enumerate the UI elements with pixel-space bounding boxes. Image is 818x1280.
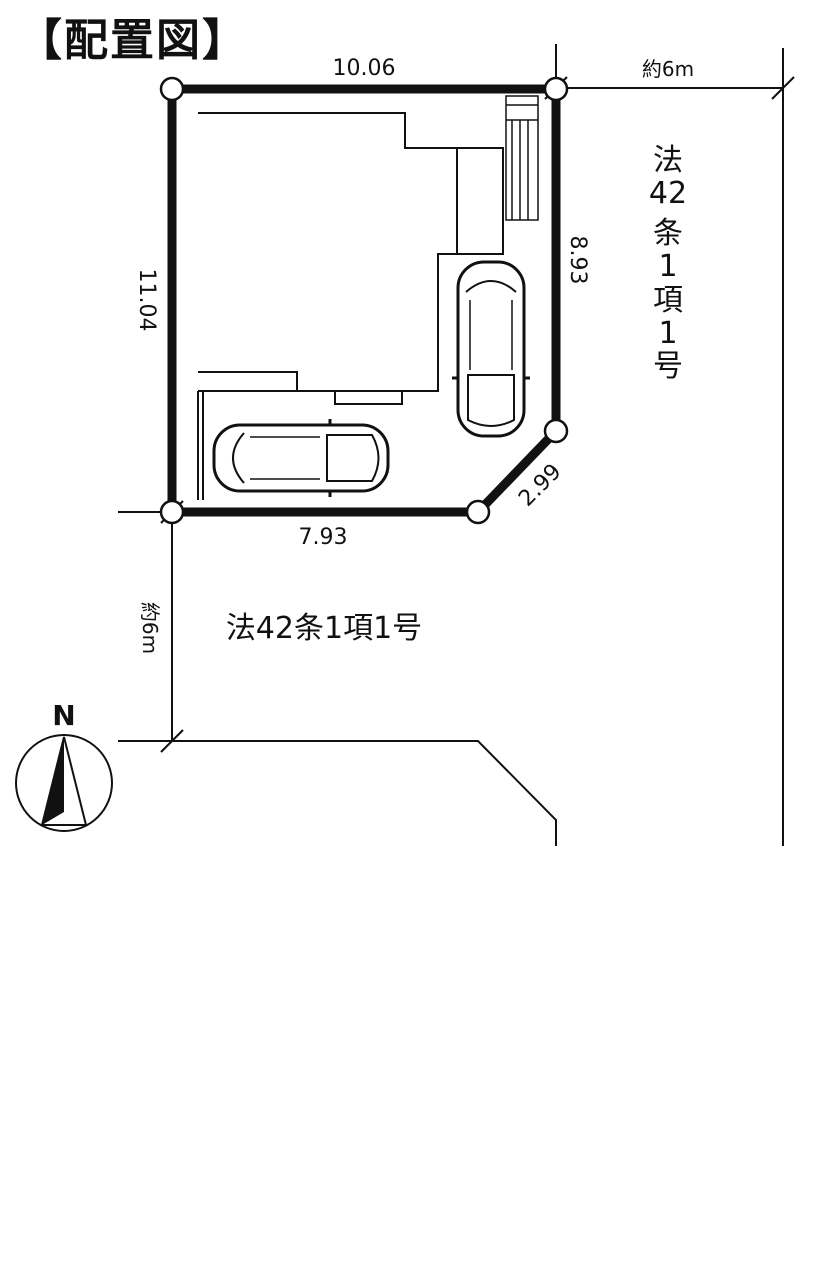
building-outline xyxy=(197,112,504,500)
north-compass: N xyxy=(15,699,113,832)
south-road-width-label: 約6m xyxy=(138,602,162,654)
east-road-width-label: 約6m xyxy=(642,57,694,81)
car-horizontal xyxy=(212,419,390,497)
east-law-char: 42 xyxy=(649,176,687,211)
boundary-marker-e xyxy=(543,418,569,444)
dimension-top: 10.06 xyxy=(333,56,396,81)
car-vertical xyxy=(452,260,530,438)
east-road-law-label: 法 42 条 1 項 1 号 xyxy=(649,143,687,384)
boundary-marker-nw xyxy=(159,76,185,102)
boundary-markers xyxy=(159,76,569,525)
east-law-char: 号 xyxy=(653,349,683,384)
house-step xyxy=(198,371,298,391)
south-road-law-label: 法42条1項1号 xyxy=(226,611,422,646)
page-title: 【配置図】 xyxy=(18,15,248,66)
boundary-marker-se xyxy=(465,499,491,525)
dimension-right: 8.93 xyxy=(565,236,590,285)
north-label: N xyxy=(52,699,75,732)
house-footprint xyxy=(198,112,504,392)
boundary-marker-sw xyxy=(159,499,185,525)
entrance-step xyxy=(334,390,403,405)
boundary-marker-ne xyxy=(543,76,569,102)
east-law-char: 条 xyxy=(653,216,683,251)
lot-boundary xyxy=(167,84,561,517)
dimension-bottom: 7.93 xyxy=(299,525,348,550)
road-lines xyxy=(118,48,784,846)
east-law-char: 項 xyxy=(653,283,683,318)
south-road-edge xyxy=(118,740,557,846)
east-law-char: 1 xyxy=(658,316,677,351)
south-road-width-dimension xyxy=(160,500,184,753)
outdoor-stairs xyxy=(505,95,539,221)
compass-needle-fill xyxy=(42,737,64,825)
east-law-char: 1 xyxy=(658,249,677,284)
dimension-left: 11.04 xyxy=(134,269,159,332)
east-law-char: 法 xyxy=(653,143,683,178)
